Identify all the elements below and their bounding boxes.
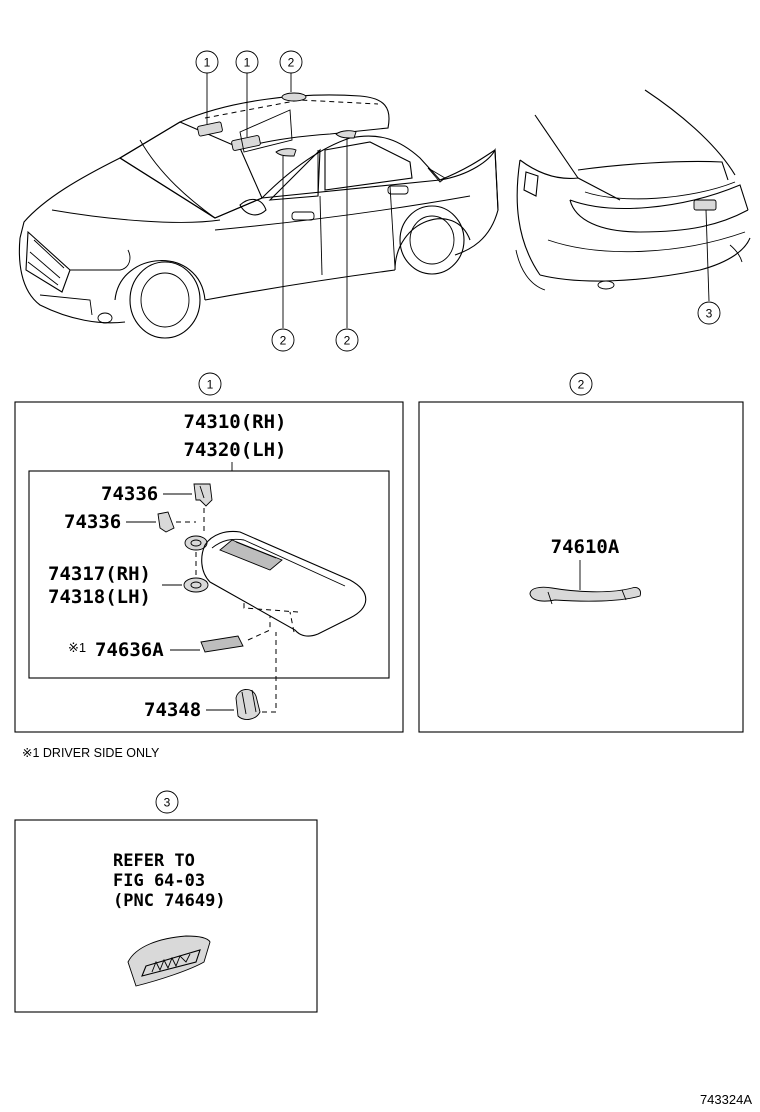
- part-number-bracket: 74348: [144, 699, 201, 721]
- callout-2-top: 2: [288, 56, 295, 70]
- reference-line-1: REFER TO: [113, 851, 195, 871]
- reference-line-3: (PNC 74649): [113, 891, 226, 911]
- panel-1-sun-visor: 1 74310(RH) 74320(LH) 74336 74336 74317(…: [14, 372, 404, 733]
- panel-1-callout: 1: [207, 378, 214, 392]
- callout-2-bottom-right: 2: [344, 334, 351, 348]
- panel-3-reference: 3 REFER TO FIG 64-03 (PNC 74649): [14, 790, 318, 1013]
- footnote-driver-side: ※1 DRIVER SIDE ONLY: [22, 746, 160, 760]
- part-number-clip-upper: 74336: [101, 483, 158, 505]
- car-front-three-quarter-view: [18, 92, 499, 339]
- top-callouts: 1 1 2 2 2 3: [195, 50, 721, 352]
- callout-2-bottom-left: 2: [280, 334, 287, 348]
- panel-2-assist-grip: 2 74610A: [418, 372, 744, 733]
- reference-line-2: FIG 64-03: [113, 871, 205, 891]
- part-number-assist-grip: 74610A: [551, 536, 620, 558]
- part-number-visor-rh: 74310(RH): [184, 411, 287, 433]
- emblem-illustration: [127, 935, 211, 987]
- callout-1-left: 1: [204, 56, 211, 70]
- part-number-clip-lower: 74336: [64, 511, 121, 533]
- callout-1-right: 1: [244, 56, 251, 70]
- part-number-holder-lh: 74318(LH): [48, 586, 151, 608]
- panel-3-callout: 3: [164, 796, 171, 810]
- figure-code: 743324A: [700, 1092, 752, 1107]
- part-number-visor-lh: 74320(LH): [184, 439, 287, 461]
- part-number-holder-rh: 74317(RH): [48, 563, 151, 585]
- part-number-label: 74636A: [95, 639, 164, 661]
- car-rear-view: [515, 89, 751, 291]
- panel-2-callout: 2: [578, 378, 585, 392]
- note-mark: ※1: [68, 640, 86, 655]
- callout-3-rear: 3: [706, 307, 713, 321]
